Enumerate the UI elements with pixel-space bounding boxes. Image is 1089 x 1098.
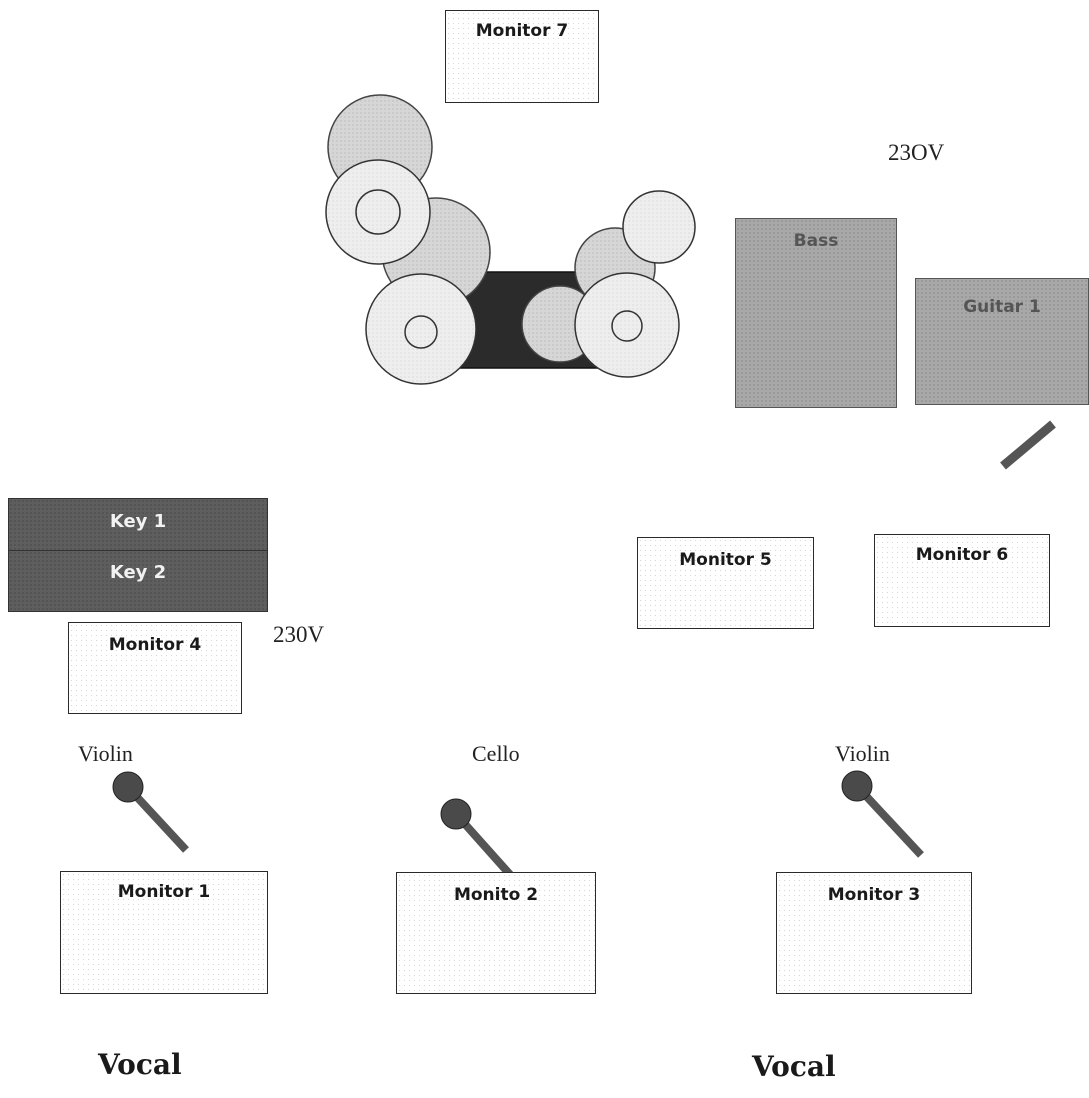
instrument-label-right: Violin — [835, 741, 890, 766]
keyboard-1-label: Key 1 — [109, 511, 167, 532]
monitor-4: Monitor 4 — [68, 622, 242, 714]
monitor-6-label: Monitor 6 — [915, 545, 1009, 565]
keyboard-1: Key 1 — [8, 498, 268, 551]
monitor-5-label: Monitor 5 — [679, 550, 772, 570]
vocal-label-right: Vocal — [752, 1050, 836, 1083]
power-label-left: 230V — [273, 622, 325, 647]
keyboard-2-label: Key 2 — [109, 562, 167, 583]
monitor-2-label: Monito 2 — [453, 885, 539, 905]
guitar-amp: Guitar 1 — [915, 278, 1089, 405]
keyboard-2: Key 2 — [8, 550, 268, 612]
monitor-3: Monitor 3 — [776, 872, 972, 994]
mic-right-icon — [841, 770, 924, 858]
instrument-label-left: Violin — [78, 741, 133, 766]
monitor-4-label: Monitor 4 — [108, 635, 202, 655]
instrument-label-center: Cello — [472, 741, 520, 766]
monitor-6: Monitor 6 — [874, 534, 1050, 627]
monitor-7: Monitor 7 — [445, 10, 599, 103]
mic-left-icon — [112, 771, 189, 853]
monitor-7-label: Monitor 7 — [475, 21, 569, 41]
vocal-label-left: Vocal — [98, 1048, 182, 1081]
monitor-1: Monitor 1 — [60, 871, 268, 994]
guitar-amp-label: Guitar 1 — [963, 297, 1041, 317]
monitor-3-label: Monitor 3 — [827, 885, 921, 905]
cymbal-right-bottom-bell — [611, 310, 643, 342]
bass-amp: Bass — [735, 218, 897, 408]
monitor-1-label: Monitor 1 — [117, 882, 211, 902]
power-label-top-right: 23OV — [888, 140, 945, 165]
monitor-2: Monito 2 — [396, 872, 596, 994]
cymbal-right-top — [622, 190, 696, 264]
bass-amp-label: Bass — [793, 231, 839, 251]
monitor-5: Monitor 5 — [637, 537, 814, 629]
cymbal-left-top-bell — [355, 189, 401, 235]
guitar-mic-icon — [1000, 420, 1056, 470]
cymbal-left-bottom-bell — [404, 315, 438, 349]
